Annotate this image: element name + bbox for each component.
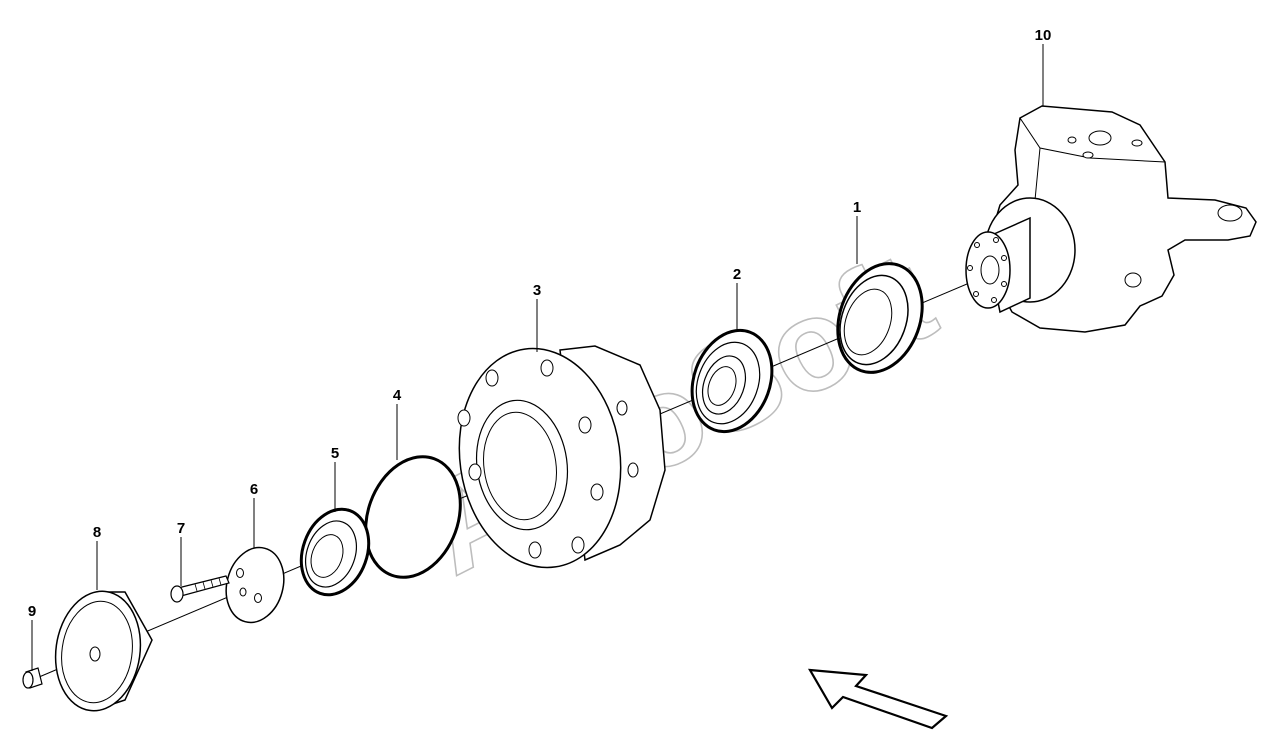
callout-8: 8 bbox=[93, 524, 101, 541]
o-ring bbox=[364, 455, 462, 579]
callout-1: 1 bbox=[853, 199, 861, 216]
wheel-hub bbox=[457, 345, 666, 569]
callout-3: 3 bbox=[533, 282, 541, 299]
retaining-plate bbox=[225, 546, 285, 624]
hub-cap bbox=[54, 590, 153, 712]
callout-5: 5 bbox=[331, 445, 339, 462]
assembly-direction-arrow-icon bbox=[807, 668, 949, 730]
callout-10: 10 bbox=[1035, 27, 1052, 44]
plate-bolt bbox=[170, 575, 230, 603]
callout-7: 7 bbox=[177, 520, 185, 537]
callout-9: 9 bbox=[28, 603, 36, 620]
leader-lines bbox=[31, 44, 1044, 671]
oil-seal bbox=[836, 262, 924, 374]
inner-bearing bbox=[299, 507, 371, 597]
callout-6: 6 bbox=[250, 481, 258, 498]
callout-2: 2 bbox=[733, 266, 741, 283]
steering-knuckle bbox=[965, 105, 1257, 333]
outer-bearing bbox=[690, 328, 774, 434]
plug-screw bbox=[22, 667, 43, 689]
callout-4: 4 bbox=[393, 387, 402, 404]
